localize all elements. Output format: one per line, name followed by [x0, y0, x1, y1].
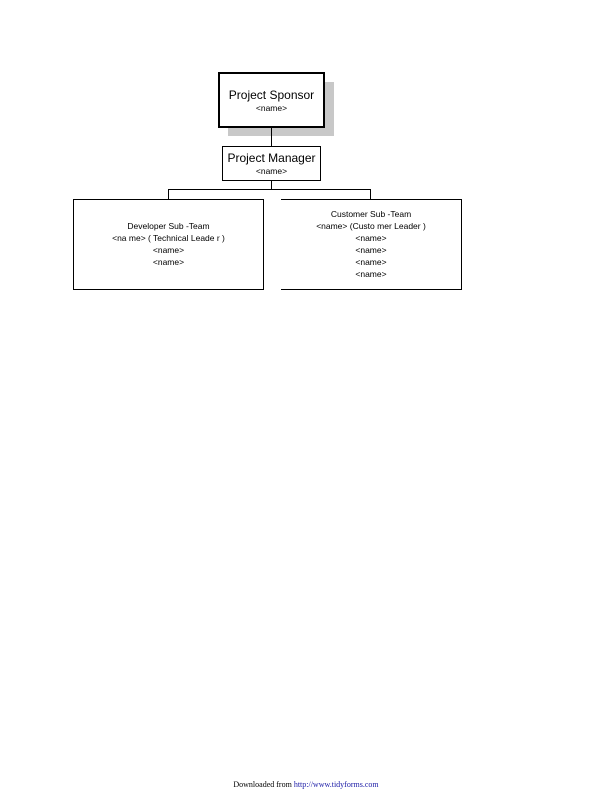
manager-box: Project Manager <name>	[222, 146, 321, 181]
customer-member: <name>	[355, 269, 387, 279]
sponsor-title: Project Sponsor	[228, 88, 315, 102]
footer-link[interactable]: http://www.tidyforms.com	[293, 780, 379, 789]
sponsor-box: Project Sponsor <name>	[218, 72, 325, 128]
footer: Downloaded from http://www.tidyforms.com	[0, 780, 612, 790]
connector-developer-drop	[168, 189, 169, 199]
developer-member: <na me> ( Technical Leade r )	[112, 233, 225, 243]
connector-sponsor-manager	[271, 128, 272, 146]
manager-name: <name>	[255, 166, 288, 176]
developer-member: <name>	[152, 257, 185, 267]
customer-member: <name>	[355, 245, 387, 255]
developer-member: <name>	[152, 245, 185, 255]
manager-title: Project Manager	[227, 151, 316, 165]
customer-member: <name>	[355, 233, 387, 243]
developer-team-title: Developer Sub -Team	[127, 221, 210, 231]
developer-team-box: Developer Sub -Team <na me> ( Technical …	[73, 199, 264, 290]
customer-member: <name> (Custo mer Leader )	[316, 221, 426, 231]
customer-team-box: Customer Sub -Team <name> (Custo mer Lea…	[281, 199, 462, 290]
customer-team-title: Customer Sub -Team	[330, 209, 412, 219]
connector-customer-drop	[370, 189, 371, 199]
sponsor-name: <name>	[255, 103, 288, 113]
customer-member: <name>	[355, 257, 387, 267]
connector-manager-down	[271, 181, 272, 189]
footer-prefix: Downloaded from	[233, 780, 292, 789]
connector-horizontal	[168, 189, 371, 190]
